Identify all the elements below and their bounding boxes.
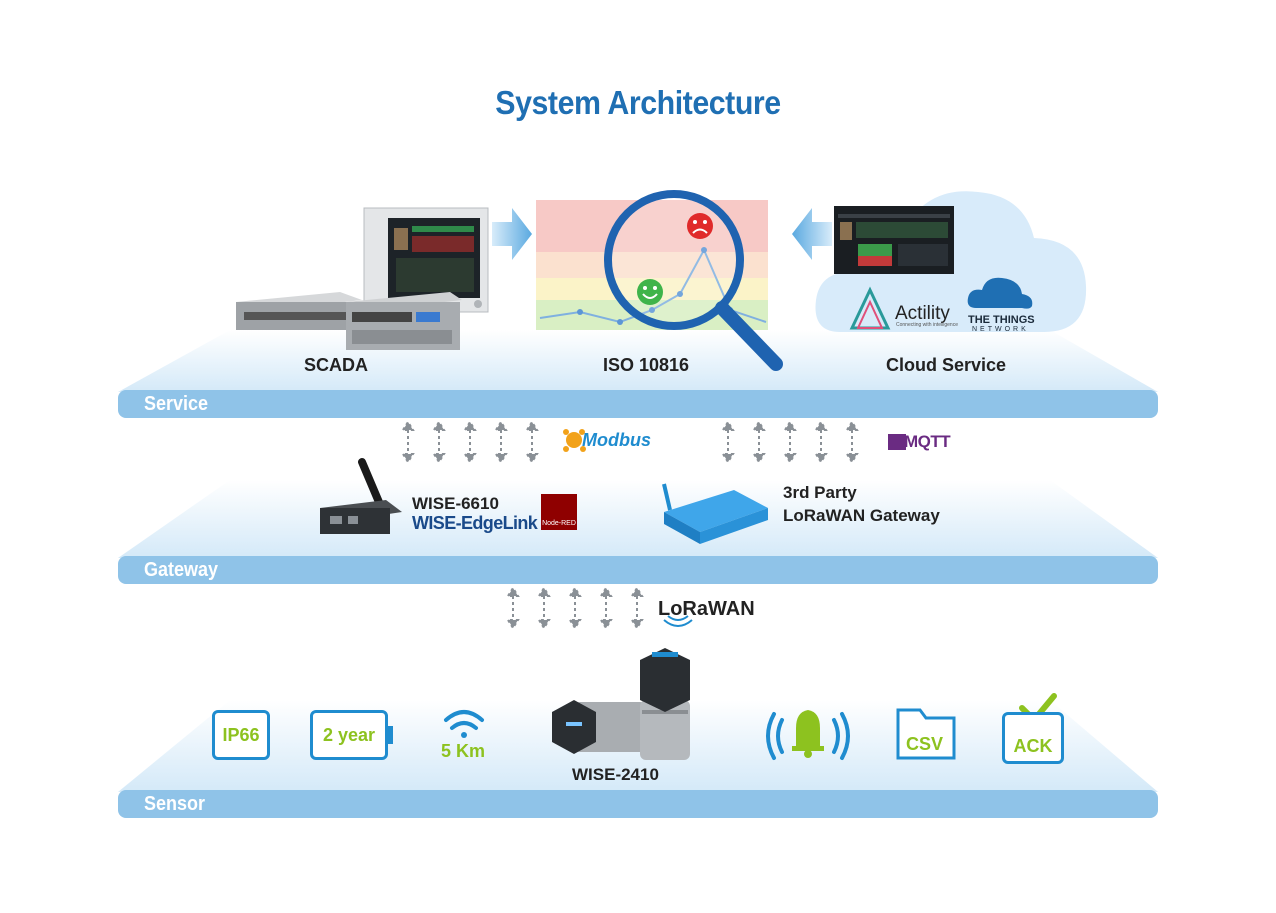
wise6610-label: WISE-6610 xyxy=(412,494,499,513)
thirdparty-label-line2: LoRaWAN Gateway xyxy=(783,506,940,525)
layer-label-gateway: Gateway xyxy=(144,559,219,581)
thirdparty-label-line1: 3rd Party xyxy=(783,483,857,502)
edgelink-label: WISE-EdgeLink xyxy=(412,513,538,533)
happy-face-icon xyxy=(637,279,663,305)
cloud-dashboard xyxy=(834,206,954,274)
ack-label: ACK xyxy=(1013,736,1053,756)
scada-label: SCADA xyxy=(304,355,369,375)
nodered-logo xyxy=(541,494,577,530)
modbus-label: Modbus xyxy=(582,430,651,450)
range-label: 5 Km xyxy=(441,741,486,761)
folder-icon xyxy=(896,708,956,760)
ip66-label: IP66 xyxy=(222,724,260,745)
service-bar xyxy=(118,390,1158,418)
ip66-icon: IP66 xyxy=(212,710,270,760)
page-title: System Architecture xyxy=(495,84,781,121)
ttn-logo xyxy=(967,277,1033,309)
actility-logo xyxy=(849,286,891,330)
actility-tagline: Connecting with intelligence xyxy=(896,322,958,328)
mqtt-logo-mark xyxy=(888,434,906,450)
battery-nub xyxy=(386,726,393,744)
battery-icon: 2 year xyxy=(310,710,388,760)
actility-label: Actility xyxy=(895,303,950,324)
cloud-service-label: Cloud Service xyxy=(886,355,1007,375)
ack-icon: ACK xyxy=(1002,712,1064,764)
wise2410-sensor-vertical xyxy=(640,648,690,760)
sensor-bar xyxy=(118,790,1158,818)
ttn-label-line2: NETWORK xyxy=(972,326,1029,333)
scada-computers xyxy=(236,292,462,350)
modbus-arrows xyxy=(401,420,539,464)
layer-label-sensor: Sensor xyxy=(144,793,206,815)
wise2410-sensor-horizontal xyxy=(552,700,646,754)
lorawan-arrows xyxy=(506,586,644,630)
csv-label: CSV xyxy=(906,734,944,754)
sad-face-icon xyxy=(687,213,713,239)
gateway-bar xyxy=(118,556,1158,584)
mqtt-label: MQTT xyxy=(904,432,951,451)
lorawan-label: LoRaWAN xyxy=(658,598,755,620)
layer-label-service: Service xyxy=(144,393,209,415)
mqtt-arrows xyxy=(721,420,859,464)
iso-label: ISO 10816 xyxy=(603,355,690,375)
battery-label: 2 year xyxy=(322,724,376,745)
thirdparty-gateway-device xyxy=(662,483,768,544)
ttn-label-line1: THE THINGS xyxy=(968,314,1035,326)
lorawan-wave-icon xyxy=(663,615,693,627)
nodered-label: Node-RED xyxy=(542,520,576,527)
arrow-scada-to-iso xyxy=(492,208,532,260)
wise2410-label: WISE-2410 xyxy=(572,765,659,784)
gateway-plane xyxy=(118,480,1158,558)
arrow-cloud-to-iso xyxy=(792,208,832,260)
modbus-logo-mark xyxy=(563,429,586,452)
alarm-bell-icon xyxy=(766,710,850,760)
wise6610-device xyxy=(320,458,402,534)
wifi-icon xyxy=(444,710,484,738)
